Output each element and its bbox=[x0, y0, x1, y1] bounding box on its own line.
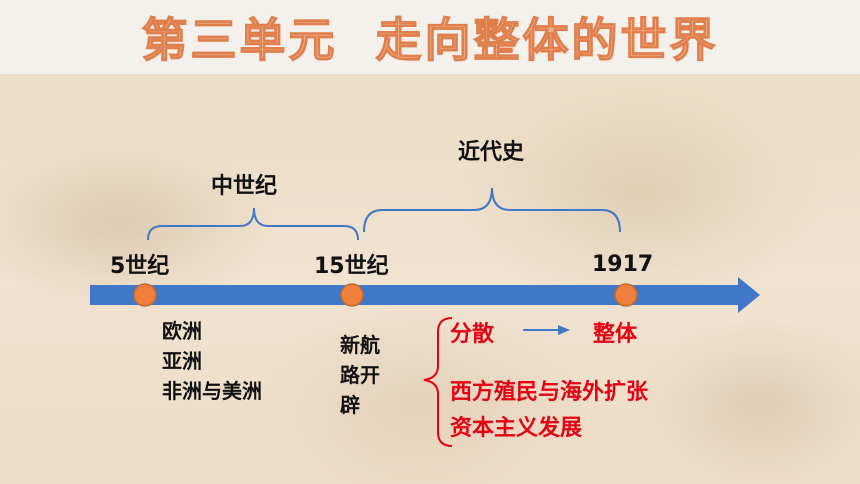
year-label-1917: 1917 bbox=[592, 252, 654, 277]
year-label-15th-century: 15世纪 bbox=[314, 254, 389, 279]
era-label-medieval: 中世纪 bbox=[211, 174, 278, 199]
timeline-bar bbox=[90, 285, 740, 305]
result-colonial-expansion: 西方殖民与海外扩张 bbox=[450, 380, 649, 405]
slide-title: 第三单元 走向整体的世界 bbox=[141, 12, 719, 67]
title-band bbox=[0, 0, 860, 74]
result-whole: 整体 bbox=[593, 322, 638, 347]
background-canvas bbox=[0, 74, 860, 484]
bracket-modern bbox=[363, 187, 621, 233]
marker-1917 bbox=[614, 283, 638, 307]
arrow-scattered-to-whole-head bbox=[558, 325, 570, 335]
region-item-asia: 亚洲 bbox=[162, 349, 202, 373]
marker-5th-century bbox=[133, 283, 157, 307]
new-sea-route-line-1: 新航 bbox=[340, 333, 380, 357]
region-item-africa-america: 非洲与美洲 bbox=[162, 379, 262, 403]
result-scattered: 分散 bbox=[450, 322, 495, 347]
region-item-europe: 欧洲 bbox=[162, 319, 202, 343]
new-sea-route-line-3: 辟 bbox=[340, 393, 360, 417]
marker-15th-century bbox=[340, 283, 364, 307]
year-label-5th-century: 5世纪 bbox=[110, 254, 170, 279]
region-list: 欧洲 亚洲 非洲与美洲 bbox=[162, 316, 262, 406]
new-sea-route-label: 新航 路开 辟 bbox=[340, 330, 380, 420]
era-label-modern: 近代史 bbox=[458, 140, 525, 165]
new-sea-route-line-2: 路开 bbox=[340, 363, 380, 387]
red-brace bbox=[423, 317, 453, 447]
bracket-medieval bbox=[147, 207, 359, 241]
timeline-arrowhead bbox=[738, 277, 760, 313]
result-capitalism-development: 资本主义发展 bbox=[450, 416, 583, 441]
